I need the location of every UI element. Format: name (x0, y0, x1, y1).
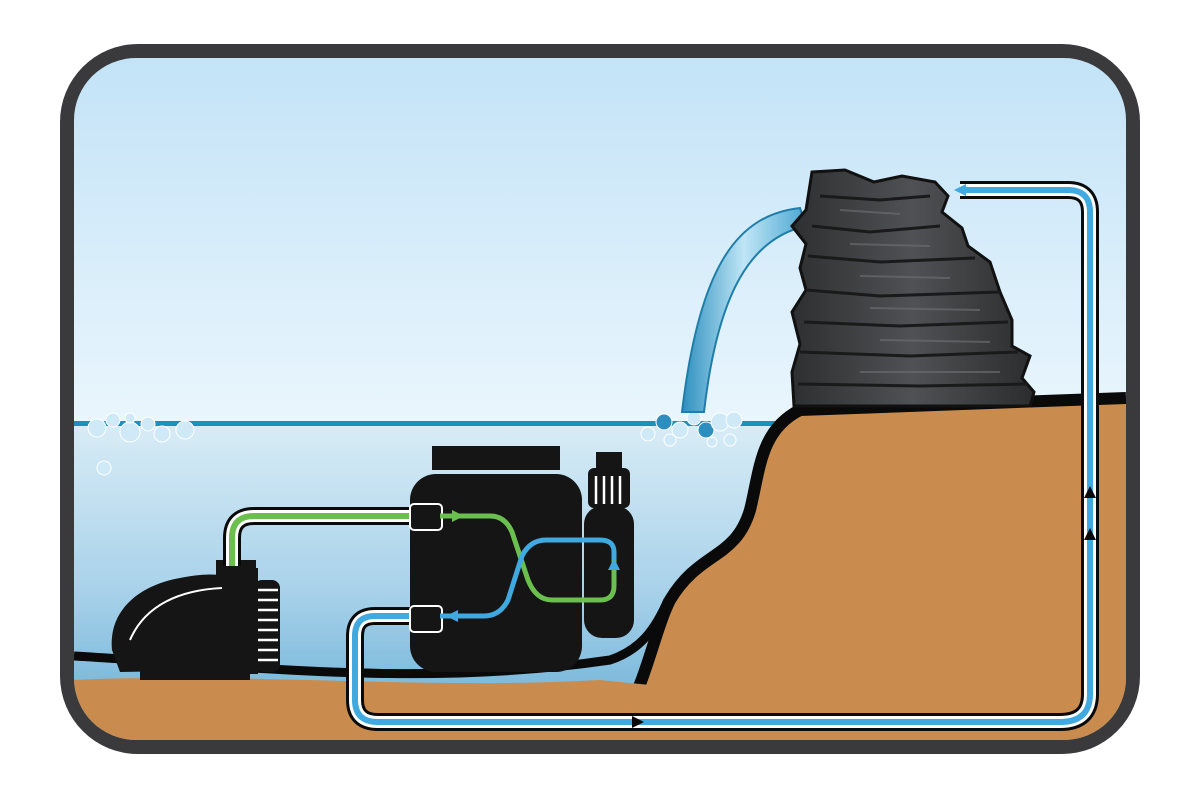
flow-arrow-blue-out (446, 610, 458, 622)
flow-arrow-right-up-2 (1084, 486, 1096, 498)
bubbles-left (87, 412, 195, 476)
pump-icon (111, 560, 280, 680)
filter-flow-green (440, 513, 617, 603)
soil-embankment (600, 398, 1126, 740)
filter-canister-icon (409, 446, 582, 672)
flow-arrow-green (452, 510, 464, 522)
bubbles-waterfall (640, 410, 743, 448)
flow-arrow-bottom (632, 716, 644, 728)
supply-flow-line (229, 513, 440, 566)
flow-arrow-right-up-1 (1084, 528, 1096, 540)
soil-edge (596, 392, 1126, 740)
water-surface-line (74, 421, 1126, 426)
return-flow-line (352, 187, 1093, 725)
rock-waterfall-icon (790, 168, 1036, 408)
flow-arrow-top (954, 184, 966, 196)
flow-arrow-uv (608, 558, 620, 570)
filter-flow-blue (440, 537, 617, 619)
